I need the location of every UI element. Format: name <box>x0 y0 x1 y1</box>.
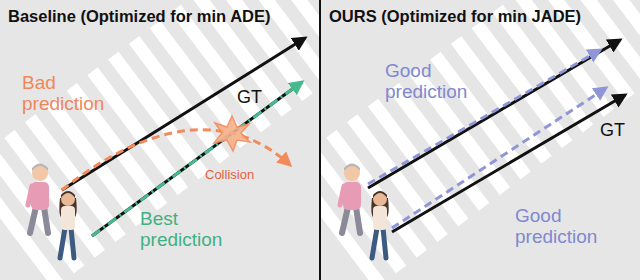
bad-prediction-arrow <box>62 130 290 190</box>
panel-heading: OURS (Optimized for min JADE) <box>321 0 581 26</box>
crosswalk <box>0 0 319 280</box>
annotation-label: GT <box>600 120 625 140</box>
good-prediction-arrow <box>392 88 606 228</box>
crosswalk <box>321 0 640 280</box>
annotation-label: Good prediction <box>385 60 467 103</box>
annotation-label: Good prediction <box>515 205 597 248</box>
pedestrian-man <box>340 164 361 234</box>
pedestrian-woman <box>371 191 388 258</box>
pedestrian-woman <box>59 191 76 258</box>
good-prediction-arrow <box>368 50 600 184</box>
best-prediction-arrow <box>92 82 302 236</box>
annotation-label: Bad prediction <box>22 72 104 115</box>
ground-truth-arrow <box>368 40 620 188</box>
collision-star <box>214 116 250 151</box>
annotation-label: GT <box>237 87 262 107</box>
ground-truth-arrow <box>392 95 625 232</box>
annotation-label: Collision <box>205 168 254 183</box>
pedestrian-man <box>28 164 49 234</box>
annotation-label: Best prediction <box>140 208 222 251</box>
ground-truth-arrow <box>92 82 302 236</box>
panel-heading: Baseline (Optimized for min ADE) <box>0 0 271 26</box>
panel-divider <box>319 0 321 280</box>
